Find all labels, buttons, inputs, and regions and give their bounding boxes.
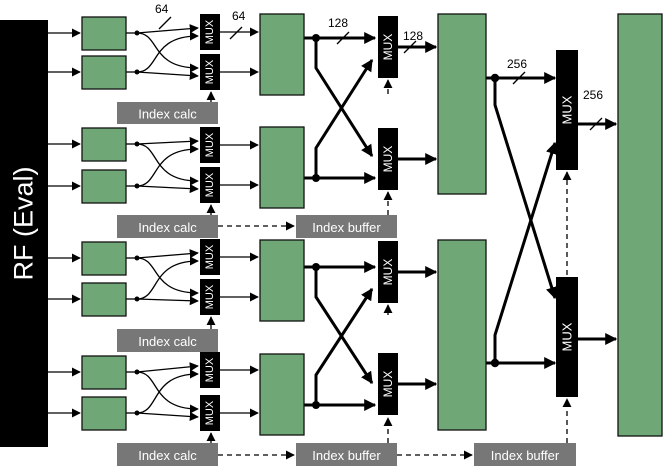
- bus-width-label: 64: [155, 2, 169, 16]
- index-calc-box-1-label: Index calc: [138, 107, 197, 122]
- stage1-block-6: [81, 282, 127, 317]
- wire: [136, 257, 199, 298]
- stage1-mux-top-4: [200, 352, 220, 388]
- wire: [136, 70, 199, 81]
- stage2-block-1: [259, 13, 305, 96]
- mux-label: MUX: [381, 259, 395, 286]
- control-wires: [206, 79, 572, 460]
- stage2-mux-top-2: [378, 241, 398, 303]
- wire: [136, 371, 199, 414]
- stage2-mux-top-1: [378, 16, 398, 78]
- stage1-mux-top-1: [200, 14, 220, 50]
- bus-width-label: 256: [507, 57, 527, 71]
- mux-label: MUX: [204, 59, 216, 84]
- bus-slash: [158, 16, 172, 30]
- stage1-mux-bottom-2: [200, 167, 220, 203]
- wire: [136, 411, 199, 422]
- wire: [136, 24, 199, 34]
- index-buffer-box-3-label: Index buffer: [491, 448, 560, 463]
- mux-label: MUX: [560, 95, 575, 124]
- datapath-blocks: MUX MUX MUX MUX MUX MUX MUX MUX MUX MUX MUX MUX MUX M…: [81, 13, 663, 466]
- wire: [314, 38, 374, 158]
- stage1-block-3: [81, 127, 127, 162]
- index-calc-box-3: [117, 329, 218, 352]
- index-buffer-box-3: [474, 443, 576, 466]
- wire: [136, 31, 199, 73]
- bus-width-label: 256: [583, 88, 603, 102]
- stage3-block-1: [437, 13, 487, 195]
- index-calc-box-3-label: Index calc: [138, 334, 197, 349]
- stage2-block-4: [259, 353, 305, 436]
- stage1-mux-bottom-4: [200, 395, 220, 431]
- stage3-mux-bottom: [556, 277, 578, 397]
- bus-width-label: 64: [232, 9, 246, 23]
- wire: [136, 143, 199, 186]
- wire: [493, 78, 558, 300]
- wire: [314, 287, 374, 405]
- wire: [314, 58, 374, 178]
- wire: [136, 296, 199, 306]
- wire: [136, 184, 199, 194]
- stage1-mux-top-3: [200, 239, 220, 275]
- mux-label: MUX: [204, 19, 216, 44]
- bus-width-label: 128: [403, 29, 423, 43]
- mux-label: MUX: [204, 132, 216, 157]
- stage1-mux-bottom-1: [200, 54, 220, 90]
- index-calc-box-2-label: Index calc: [138, 220, 197, 235]
- stage1-block-2: [81, 55, 127, 90]
- index-buffer-box-1-label: Index buffer: [312, 220, 381, 235]
- wire: [136, 362, 199, 373]
- mux-label: MUX: [204, 357, 216, 382]
- index-buffer-box-1: [296, 215, 397, 238]
- bus-slash: [589, 117, 603, 131]
- bus-slash: [336, 31, 350, 45]
- wire: [136, 136, 199, 146]
- wire: [314, 267, 374, 385]
- stage1-mux-top-2: [200, 127, 220, 163]
- index-calc-box-4: [117, 443, 218, 466]
- index-buffer-box-2-label: Index buffer: [312, 448, 381, 463]
- stage1-mux-bottom-3: [200, 279, 220, 315]
- stage1-block-1: [81, 16, 127, 51]
- wire: [136, 369, 199, 414]
- wire: [493, 141, 558, 363]
- wire: [136, 249, 199, 259]
- wire: [136, 144, 199, 187]
- bus-width-labels: 64 64 128 128 256 256: [155, 2, 603, 131]
- stage2-mux-bottom-1: [378, 128, 398, 190]
- stage2-block-2: [259, 126, 305, 209]
- mux-label: MUX: [204, 244, 216, 269]
- index-calc-box-2: [117, 215, 218, 238]
- bus-width-label: 128: [328, 16, 348, 30]
- register-file-block: [0, 20, 48, 447]
- index-calc-box-4-label: Index calc: [138, 448, 197, 463]
- stage1-block-7: [81, 355, 127, 390]
- mux-label: MUX: [204, 284, 216, 309]
- bus-slash: [403, 40, 417, 54]
- wire: [136, 32, 199, 73]
- mux-label: MUX: [204, 400, 216, 425]
- stage2-block-3: [259, 239, 305, 322]
- bus-slash: [229, 26, 243, 40]
- mux-label: MUX: [381, 146, 395, 173]
- stage1-block-4: [81, 169, 127, 204]
- index-buffer-box-2: [296, 443, 397, 466]
- bus-slash: [512, 71, 526, 85]
- mux-label: MUX: [381, 34, 395, 61]
- mux-label: MUX: [560, 322, 575, 351]
- mux-label: MUX: [381, 371, 395, 398]
- wire: [136, 256, 199, 300]
- mux-label: MUX: [204, 172, 216, 197]
- index-calc-box-1: [117, 102, 218, 124]
- output-block: [617, 13, 663, 437]
- stage3-block-2: [437, 239, 487, 431]
- stage2-mux-bottom-2: [378, 353, 398, 415]
- stage1-block-5: [81, 241, 127, 276]
- datapath-wires: [48, 24, 618, 422]
- stage3-mux-top: [556, 50, 578, 170]
- stage1-block-8: [81, 396, 127, 431]
